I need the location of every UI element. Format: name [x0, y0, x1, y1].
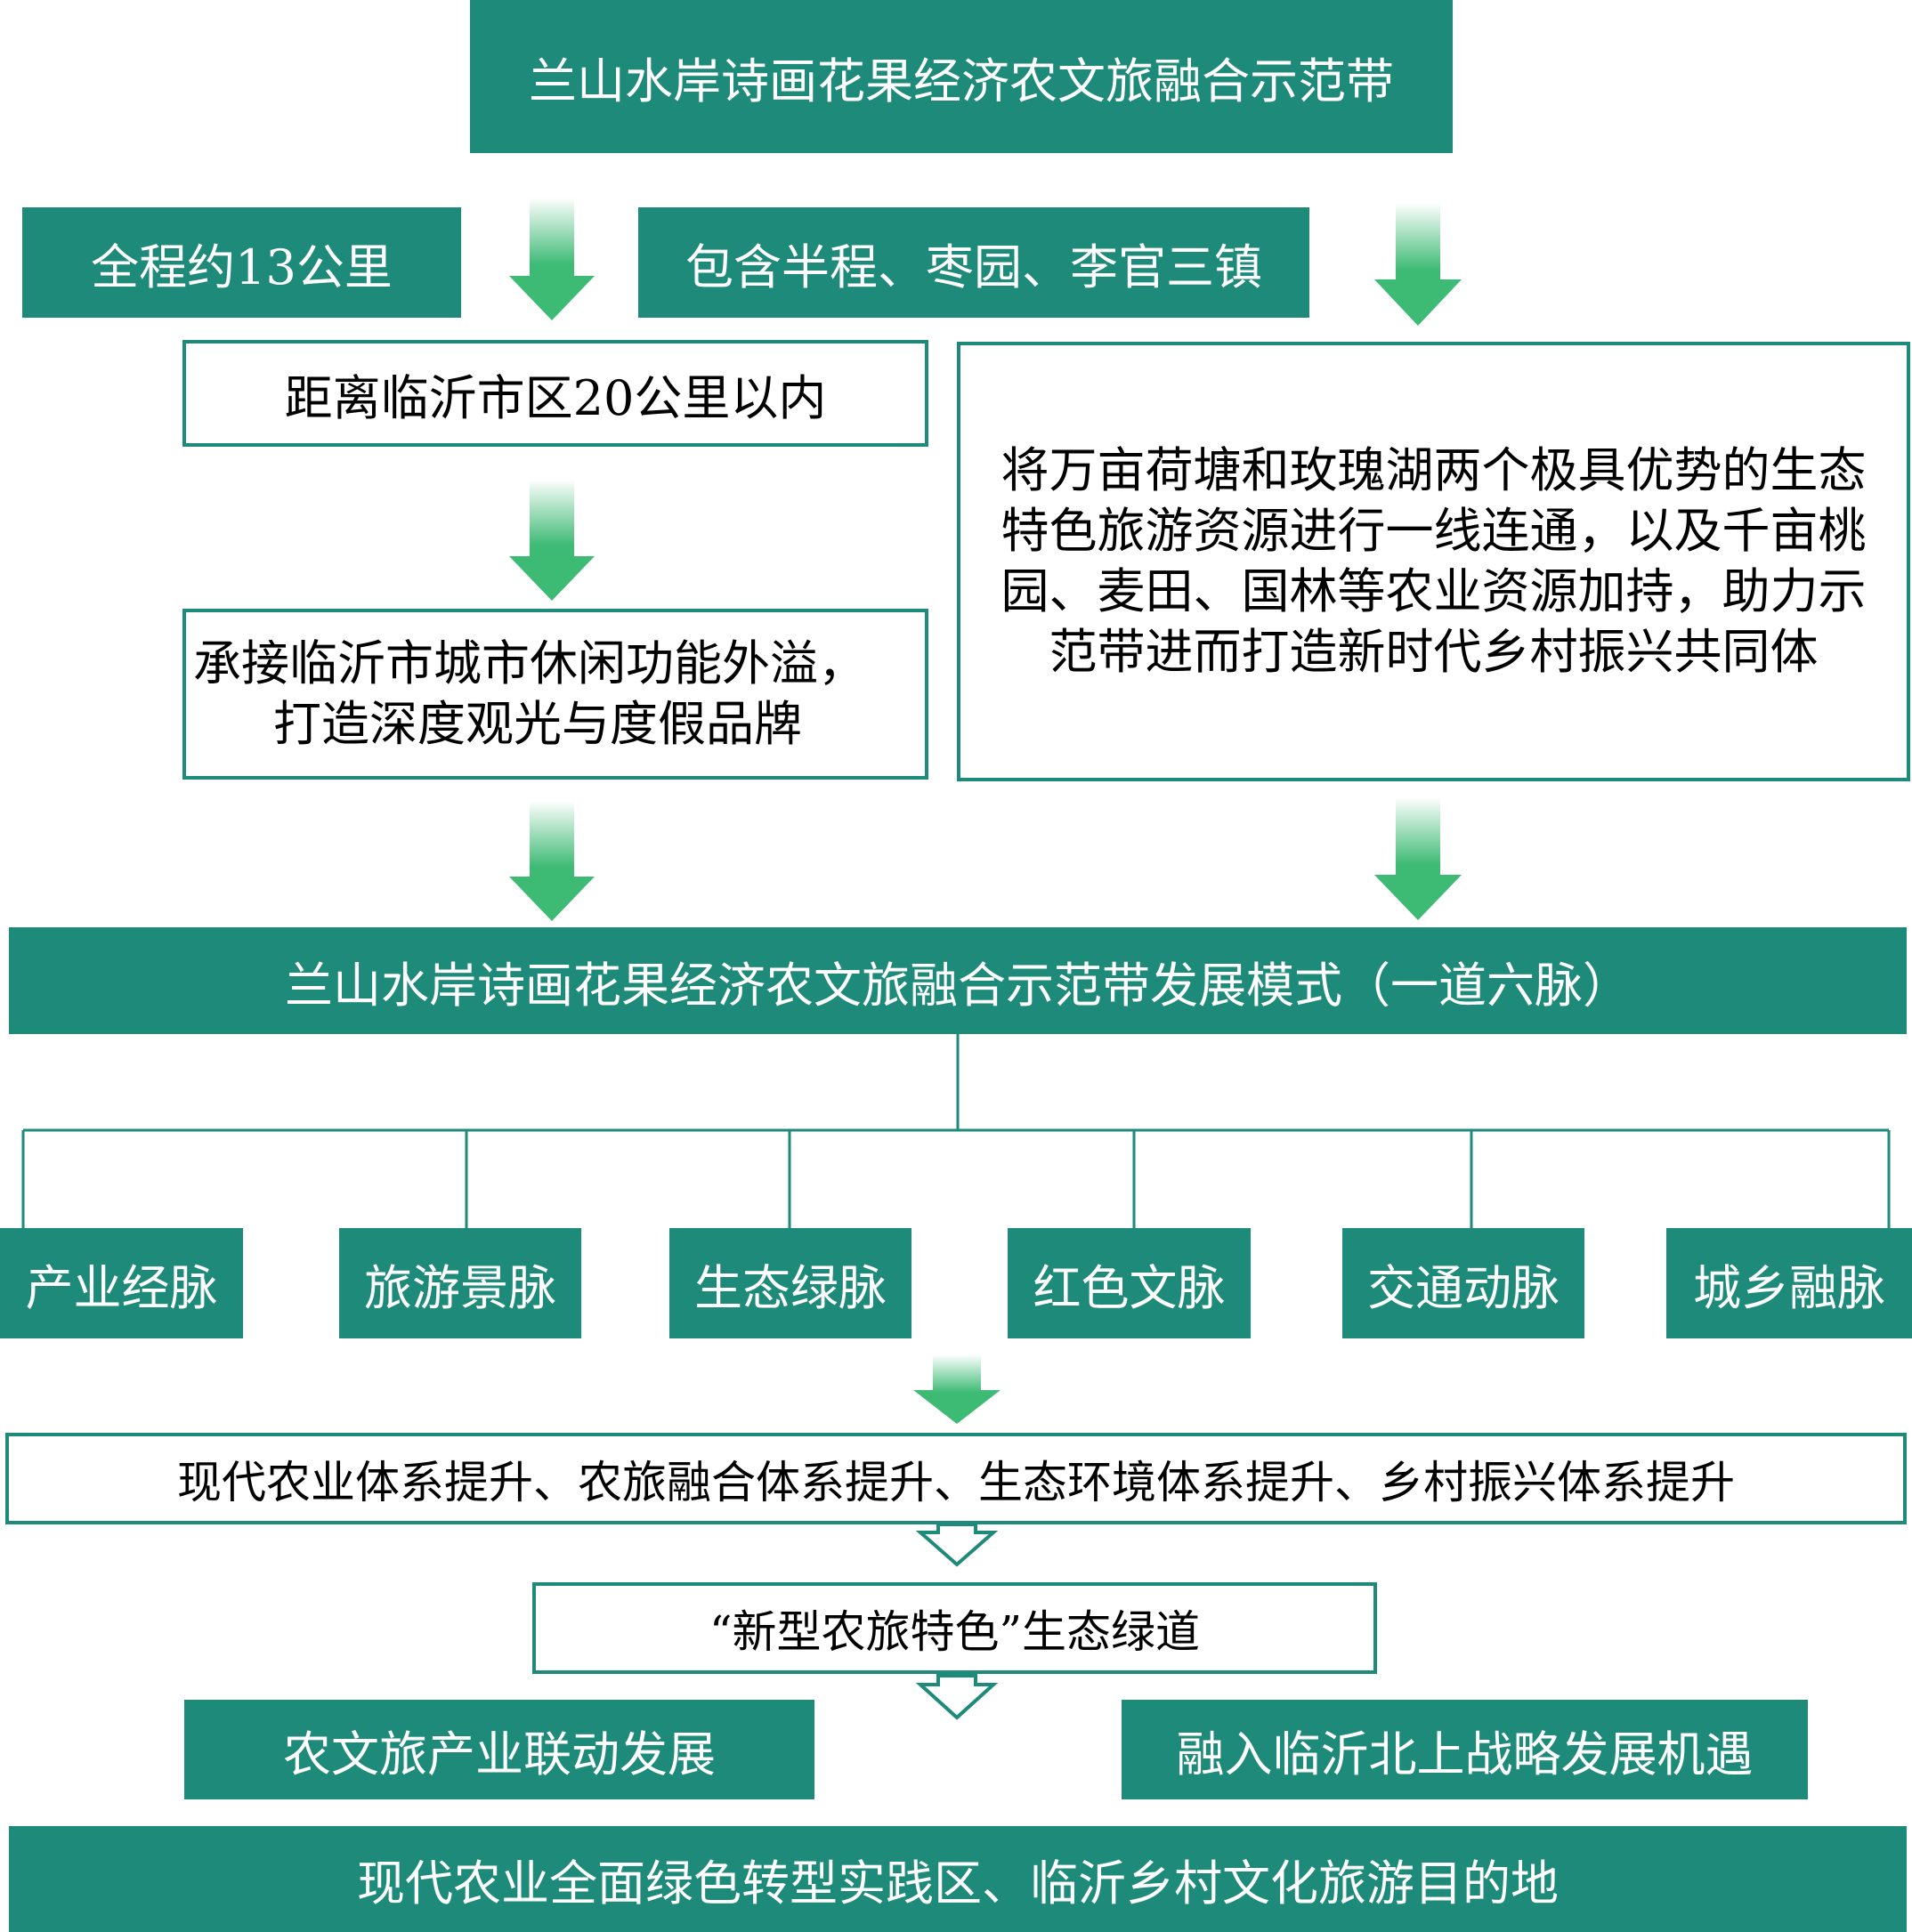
function-line-2: 打造深度观光与度假品牌 — [273, 696, 802, 752]
greenway-box: “新型农旅特色”生态绿道 — [532, 1582, 1377, 1674]
top-title-box: 兰山水岸诗画花果经济农文旅融合示范带 — [470, 0, 1453, 153]
systems-box: 现代农业体系提升、农旅融合体系提升、生态环境体系提升、乡村振兴体系提升 — [5, 1433, 1907, 1524]
vein-box: 红色文脉 — [1008, 1228, 1251, 1338]
down-arrow-icon — [1374, 797, 1462, 920]
resource-description-box: 将万亩荷塘和玫瑰湖两个极具优势的生态特色旅游资源进行一线连通，以及千亩桃园、麦田… — [957, 342, 1910, 781]
vein-label: 生态绿脉 — [694, 1259, 887, 1316]
towns-box: 包含半程、枣园、李官三镇 — [638, 207, 1309, 318]
hollow-down-arrow-icon — [915, 1523, 999, 1567]
vein-label: 城乡融脉 — [1693, 1259, 1885, 1316]
outcome-right-label: 融入临沂北上战略发展机遇 — [1176, 1726, 1754, 1782]
greenway-label: “新型农旅特色”生态绿道 — [709, 1605, 1201, 1658]
vein-label: 交通动脉 — [1367, 1259, 1560, 1316]
down-arrow-icon — [1374, 203, 1462, 326]
hollow-down-arrow-icon — [915, 1674, 999, 1720]
final-goal-box: 现代农业全面绿色转型实践区、临沂乡村文化旅游目的地 — [9, 1826, 1907, 1932]
down-arrow-icon — [509, 479, 595, 601]
length-label: 全程约13公里 — [91, 238, 393, 295]
outcome-box-left: 农文旅产业联动发展 — [184, 1700, 814, 1799]
down-arrow-icon — [509, 801, 595, 921]
vein-box: 旅游景脉 — [339, 1228, 581, 1338]
resource-description: 将万亩荷塘和玫瑰湖两个极具优势的生态特色旅游资源进行一线连通，以及千亩桃园、麦田… — [1001, 442, 1867, 680]
vein-box: 产业经脉 — [0, 1228, 243, 1338]
top-title: 兰山水岸诗画花果经济农文旅融合示范带 — [529, 53, 1394, 109]
vein-label: 旅游景脉 — [364, 1259, 556, 1316]
vein-label: 产业经脉 — [25, 1259, 218, 1316]
vein-label: 红色文脉 — [1033, 1259, 1226, 1316]
model-title-box: 兰山水岸诗画花果经济农文旅融合示范带发展模式（一道六脉） — [9, 927, 1907, 1034]
function-box: 承接临沂市城市休闲功能外溢， 打造深度观光与度假品牌 — [182, 609, 928, 780]
model-title: 兰山水岸诗画花果经济农文旅融合示范带发展模式（一道六脉） — [285, 957, 1631, 1014]
towns-label: 包含半程、枣园、李官三镇 — [685, 238, 1262, 295]
vein-box: 生态绿脉 — [669, 1228, 911, 1338]
systems-label: 现代农业体系提升、农旅融合体系提升、生态环境体系提升、乡村振兴体系提升 — [177, 1456, 1735, 1508]
distance-box: 距离临沂市区20公里以内 — [182, 340, 928, 447]
final-goal-label: 现代农业全面绿色转型实践区、临沂乡村文化旅游目的地 — [357, 1855, 1559, 1912]
length-box: 全程约13公里 — [22, 207, 461, 318]
vein-box: 城乡融脉 — [1666, 1228, 1912, 1338]
branch-connector — [21, 1034, 1891, 1228]
down-arrow-icon — [913, 1354, 1001, 1424]
outcome-box-right: 融入临沂北上战略发展机遇 — [1122, 1700, 1808, 1799]
vein-box: 交通动脉 — [1342, 1228, 1584, 1338]
down-arrow-icon — [509, 198, 595, 320]
outcome-left-label: 农文旅产业联动发展 — [283, 1726, 716, 1782]
distance-label: 距离临沂市区20公里以内 — [284, 369, 827, 426]
function-line-1: 承接临沂市城市休闲功能外溢， — [193, 635, 866, 691]
